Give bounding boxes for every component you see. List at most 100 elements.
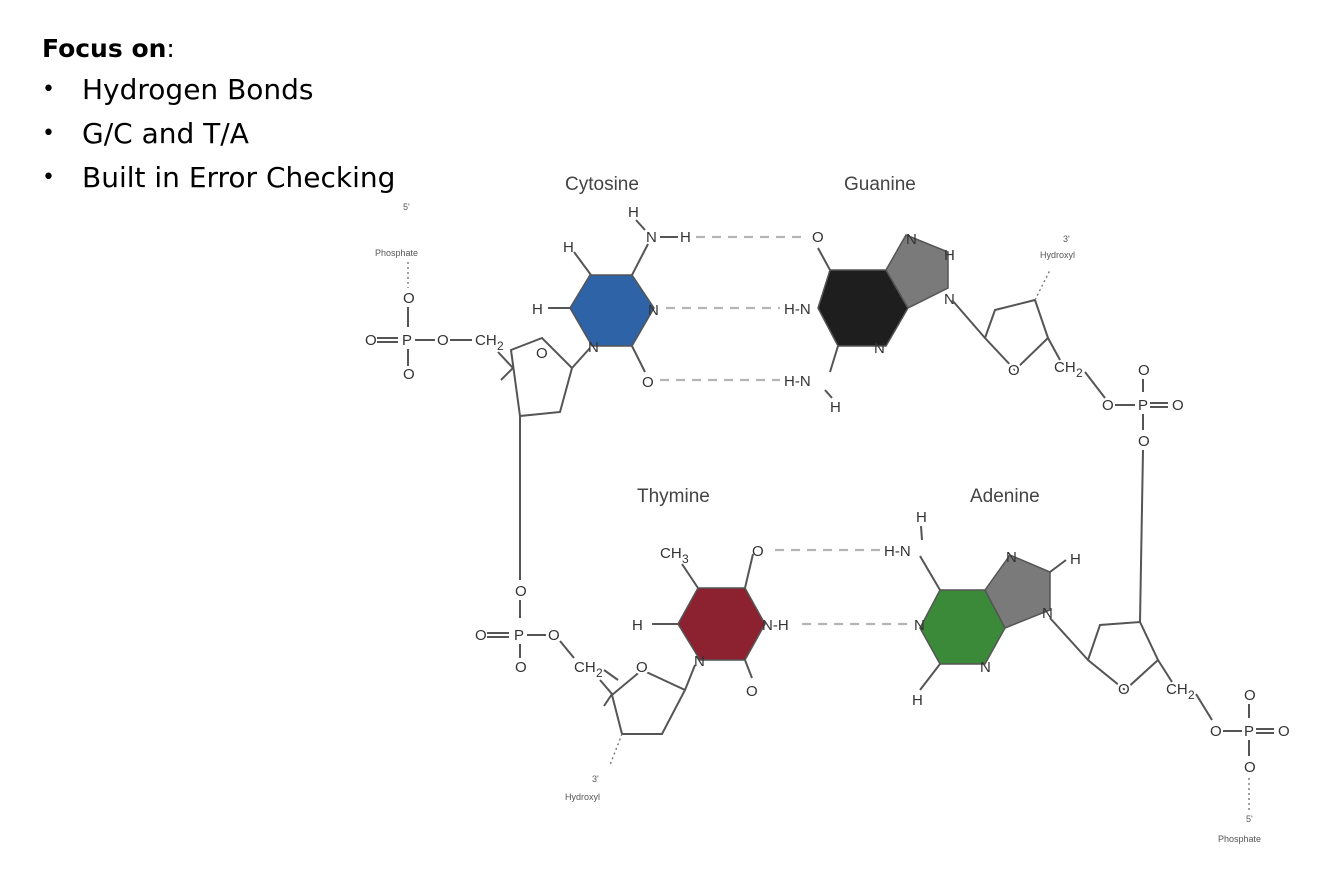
svg-text:H: H <box>944 247 955 264</box>
focus-item: • G/C and T/A <box>42 112 395 156</box>
svg-text:H: H <box>830 399 841 416</box>
phosphate-group-top-right: O O P O O <box>1102 362 1184 623</box>
svg-text:O: O <box>636 659 648 676</box>
svg-text:H: H <box>628 204 639 221</box>
thymine-label: Thymine <box>637 486 710 507</box>
focus-list: • Hydrogen Bonds • G/C and T/A • Built in E… <box>42 68 395 200</box>
svg-text:N: N <box>1006 549 1017 566</box>
svg-text:N: N <box>874 340 885 357</box>
svg-text:O: O <box>536 345 548 362</box>
focus-item-text: G/C and T/A <box>82 117 249 150</box>
svg-text:H-N: H-N <box>784 373 811 390</box>
phosphate-group-bottom-right: O O P O O 5' Phosphate <box>1210 687 1290 844</box>
svg-text:O: O <box>1102 397 1114 414</box>
svg-text:O: O <box>1172 397 1184 414</box>
sugar-ring-bottom-left: O O 3' Hydroxyl <box>565 657 696 802</box>
guanine-label: Guanine <box>844 174 916 195</box>
svg-text:O: O <box>1008 362 1020 379</box>
svg-text:H: H <box>916 509 927 526</box>
svg-text:2: 2 <box>497 339 504 353</box>
svg-text:P: P <box>1244 723 1254 740</box>
phosphate-group-bottom-left: O O P O O CH 2 <box>475 583 619 681</box>
top-right-3prime-label: 3' <box>1063 234 1070 244</box>
svg-text:P: P <box>514 627 524 644</box>
svg-text:O: O <box>403 366 415 383</box>
svg-text:H: H <box>680 229 691 246</box>
bullet-icon: • <box>42 121 55 146</box>
svg-text:O: O <box>548 627 560 644</box>
svg-text:O: O <box>1008 362 1020 379</box>
svg-text:N: N <box>944 291 955 308</box>
top-left-5prime-label: 5' <box>403 202 410 212</box>
cytosine-ring: N N O H H N H H <box>532 204 691 391</box>
svg-text:O: O <box>1118 681 1130 698</box>
svg-text:N: N <box>694 653 705 670</box>
dna-base-pairing-diagram: Cytosine Guanine Thymine Adenine 5' Phos… <box>365 174 1290 844</box>
svg-text:H: H <box>563 239 574 256</box>
svg-text:O: O <box>746 683 758 700</box>
svg-text:CH: CH <box>1054 359 1076 376</box>
svg-text:3: 3 <box>682 552 689 566</box>
bottom-left-3prime-label: 3' <box>592 774 599 784</box>
bullet-icon: • <box>42 165 55 190</box>
svg-text:CH: CH <box>1166 681 1188 698</box>
bottom-right-5prime-label: 5' <box>1246 814 1253 824</box>
svg-text:P: P <box>402 332 412 349</box>
svg-text:H: H <box>532 301 543 318</box>
svg-text:O: O <box>536 345 548 362</box>
focus-heading-colon: : <box>166 34 175 63</box>
svg-text:O: O <box>365 332 377 349</box>
svg-text:O: O <box>642 374 654 391</box>
svg-text:N: N <box>1042 605 1053 622</box>
svg-text:N-H: N-H <box>762 617 789 634</box>
svg-text:P: P <box>1138 397 1148 414</box>
svg-text:CH: CH <box>660 545 682 562</box>
svg-text:O: O <box>515 583 527 600</box>
svg-text:O: O <box>752 543 764 560</box>
sugar-ring-top-left: O O <box>497 336 591 580</box>
focus-heading: Focus on: <box>42 30 395 68</box>
focus-heading-text: Focus on <box>42 34 167 63</box>
focus-item: • Hydrogen Bonds <box>42 68 395 112</box>
focus-item: • Built in Error Checking <box>42 156 395 200</box>
svg-text:O: O <box>515 659 527 676</box>
svg-text:H-N: H-N <box>884 543 911 560</box>
focus-item-text: Built in Error Checking <box>82 161 396 194</box>
svg-text:O: O <box>1278 723 1290 740</box>
svg-text:2: 2 <box>1188 688 1195 702</box>
svg-text:O: O <box>1244 759 1256 776</box>
focus-panel: Focus on: • Hydrogen Bonds • G/C and T/A •… <box>42 30 395 200</box>
svg-text:H: H <box>632 617 643 634</box>
sugar-ring-top-right: O O 3' Hydroxyl CH 2 <box>983 234 1106 399</box>
top-left-phosphate-label: Phosphate <box>375 248 418 258</box>
svg-text:O: O <box>636 659 648 676</box>
svg-text:O: O <box>1210 723 1222 740</box>
svg-text:CH: CH <box>475 332 497 349</box>
svg-text:N: N <box>648 302 659 319</box>
svg-text:O: O <box>437 332 449 349</box>
svg-text:H-N: H-N <box>784 301 811 318</box>
svg-text:N: N <box>914 617 925 634</box>
svg-text:O: O <box>475 627 487 644</box>
phosphate-group-top-left: O O P O CH 2 O <box>365 290 504 383</box>
svg-text:2: 2 <box>596 666 603 680</box>
cytosine-label: Cytosine <box>565 174 639 195</box>
bullet-icon: • <box>42 77 55 102</box>
svg-text:N: N <box>588 339 599 356</box>
adenine-ring: H-N H N N H N H N <box>884 509 1089 709</box>
bottom-left-hydroxyl-label: Hydroxyl <box>565 792 600 802</box>
svg-text:H: H <box>912 692 923 709</box>
svg-text:O: O <box>1244 687 1256 704</box>
svg-text:N: N <box>980 659 991 676</box>
svg-text:O: O <box>1118 681 1130 698</box>
svg-text:O: O <box>1138 362 1150 379</box>
thymine-ring: CH 3 H O N-H N O <box>632 543 789 700</box>
svg-text:O: O <box>812 229 824 246</box>
top-right-hydroxyl-label: Hydroxyl <box>1040 250 1075 260</box>
focus-item-text: Hydrogen Bonds <box>82 73 314 106</box>
svg-text:O: O <box>1138 433 1150 450</box>
svg-text:O: O <box>403 290 415 307</box>
bottom-right-phosphate-label: Phosphate <box>1218 834 1261 844</box>
adenine-label: Adenine <box>970 486 1040 507</box>
sugar-ring-bottom-right: O O CH 2 <box>1086 620 1213 721</box>
